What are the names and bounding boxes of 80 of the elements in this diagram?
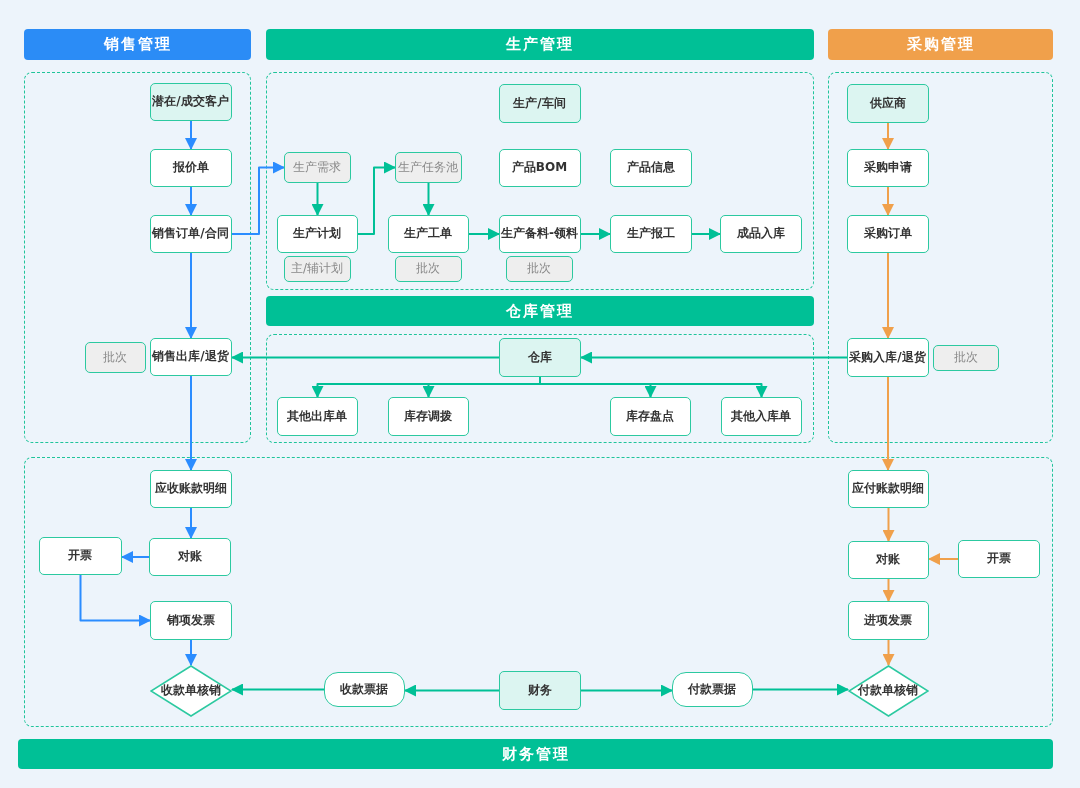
arrow — [79, 574, 151, 627]
process-box: 应付账款明细 — [847, 469, 929, 508]
arrow — [185, 375, 197, 471]
dashed-group-frame — [24, 457, 1053, 727]
decision-diamond: 收款单核销 — [149, 664, 232, 717]
arrow — [882, 186, 894, 216]
process-box: 生产工单 — [387, 214, 469, 253]
process-box: 对账 — [148, 537, 231, 576]
process-box: 采购订单 — [846, 214, 929, 253]
arrow — [231, 351, 500, 364]
section-header: 生产管理 — [266, 29, 814, 60]
tag-box: 批次 — [394, 255, 462, 282]
dashed-group-frame — [266, 72, 814, 290]
process-box: 库存调拨 — [387, 396, 469, 436]
arrow — [185, 120, 197, 150]
process-box: 开票 — [38, 536, 122, 575]
dashed-group-frame — [828, 72, 1053, 443]
arrow — [928, 553, 959, 565]
section-header: 财务管理 — [18, 739, 1053, 769]
process-box: 生产备料-领料 — [498, 214, 581, 253]
arrow — [185, 186, 197, 216]
arrow — [185, 507, 197, 539]
arrow — [357, 161, 396, 235]
section-header: 采购管理 — [828, 29, 1053, 60]
process-box: 生产/车间 — [498, 83, 581, 123]
dashed-group-frame — [266, 334, 814, 443]
process-box: 仓库 — [498, 337, 581, 377]
process-box: 进项发票 — [847, 600, 929, 640]
section-header: 销售管理 — [24, 29, 251, 60]
arrow — [231, 683, 325, 696]
dashed-group-frame — [24, 72, 251, 443]
arrow — [882, 376, 894, 471]
arrow — [185, 639, 197, 666]
process-box: 应收账款明细 — [149, 469, 232, 508]
process-box: 对账 — [847, 540, 929, 579]
tag-box: 批次 — [505, 255, 573, 282]
arrow — [882, 639, 895, 666]
process-box: 成品入库 — [719, 214, 802, 253]
process-box: 生产计划 — [276, 214, 358, 253]
arrow — [422, 182, 435, 216]
process-box: 采购入库/退货 — [846, 337, 929, 377]
decision-diamond: 付款单核销 — [847, 664, 929, 717]
arrow — [882, 507, 895, 542]
process-box: 销项发票 — [149, 600, 232, 640]
process-box: 其他入库单 — [720, 396, 802, 436]
document-box: 收款票据 — [323, 671, 405, 707]
arrow — [580, 351, 848, 364]
process-box: 销售出库/退货 — [149, 337, 232, 376]
tag-box: 主/辅计划 — [283, 255, 351, 282]
tag-box: 生产需求 — [283, 151, 351, 183]
process-box: 供应商 — [846, 83, 929, 123]
arrow — [404, 684, 500, 697]
process-box: 销售订单/合同 — [149, 214, 232, 253]
process-box: 生产报工 — [609, 214, 692, 253]
tag-box: 批次 — [932, 344, 999, 371]
arrow — [185, 252, 197, 339]
arrow — [468, 228, 500, 240]
document-box: 付款票据 — [671, 671, 753, 707]
arrow — [882, 122, 894, 150]
arrow — [882, 578, 895, 602]
process-box: 报价单 — [149, 148, 232, 187]
process-box: 产品信息 — [609, 148, 692, 187]
tag-box: 生产任务池 — [394, 151, 462, 183]
arrow — [691, 228, 721, 240]
process-box: 库存盘点 — [609, 396, 691, 436]
arrow — [882, 252, 894, 339]
arrow — [231, 161, 285, 235]
arrow — [580, 684, 673, 697]
process-box: 开票 — [957, 539, 1040, 578]
process-box: 其他出库单 — [276, 396, 358, 436]
arrow — [121, 551, 150, 563]
arrow — [311, 182, 324, 216]
process-box: 采购申请 — [846, 148, 929, 187]
arrow — [580, 228, 611, 240]
section-header: 仓库管理 — [266, 296, 814, 326]
process-box: 产品BOM — [498, 148, 581, 187]
process-box: 财务 — [498, 670, 581, 710]
arrow — [752, 683, 849, 696]
process-box: 潜在/成交客户 — [149, 82, 232, 121]
tag-box: 批次 — [84, 341, 146, 373]
